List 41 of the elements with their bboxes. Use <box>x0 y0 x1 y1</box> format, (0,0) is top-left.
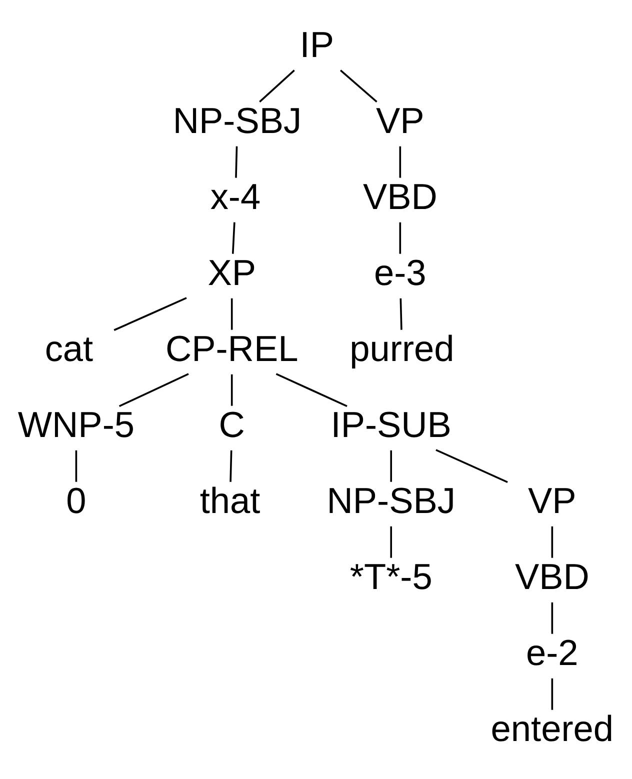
node-text: that <box>200 480 260 521</box>
node-text: 0 <box>66 480 86 521</box>
connector <box>259 69 295 102</box>
connector <box>230 298 233 330</box>
connector <box>399 146 402 178</box>
connector <box>340 69 378 102</box>
node-text: CP-REL <box>165 328 298 369</box>
node-text: C <box>218 404 245 445</box>
node-text: x-4 <box>210 176 261 217</box>
connector <box>276 372 348 406</box>
connector <box>230 374 233 406</box>
connector <box>232 222 236 254</box>
connector <box>399 222 402 254</box>
node-text: e-2 <box>526 632 578 673</box>
connector <box>551 526 554 558</box>
node-text: VP <box>376 100 424 141</box>
node-text: VBD <box>514 556 590 597</box>
connector <box>114 296 187 330</box>
node-text: cat <box>44 328 94 369</box>
node-text: e-3 <box>374 252 426 293</box>
connector <box>400 298 402 330</box>
node-text: XP <box>208 252 256 293</box>
node-text: VP <box>528 480 576 521</box>
connector <box>118 372 189 406</box>
node-text: NP-SBJ <box>172 100 302 141</box>
node-text: entered <box>490 708 614 749</box>
node-text: *T*-5 <box>350 556 432 597</box>
connector <box>436 448 508 482</box>
connector <box>235 146 238 178</box>
connector <box>230 450 232 482</box>
node-text: IP <box>300 24 334 65</box>
connector <box>75 450 78 482</box>
connector <box>551 602 554 634</box>
node-text: NP-SBJ <box>326 480 456 521</box>
connector <box>390 526 392 558</box>
node-text: WNP-5 <box>18 404 135 445</box>
node-text: purred <box>350 328 454 369</box>
connector <box>390 450 392 482</box>
node-text: VBD <box>362 176 438 217</box>
node-text: IP-SUB <box>330 404 452 445</box>
connector <box>551 678 554 710</box>
